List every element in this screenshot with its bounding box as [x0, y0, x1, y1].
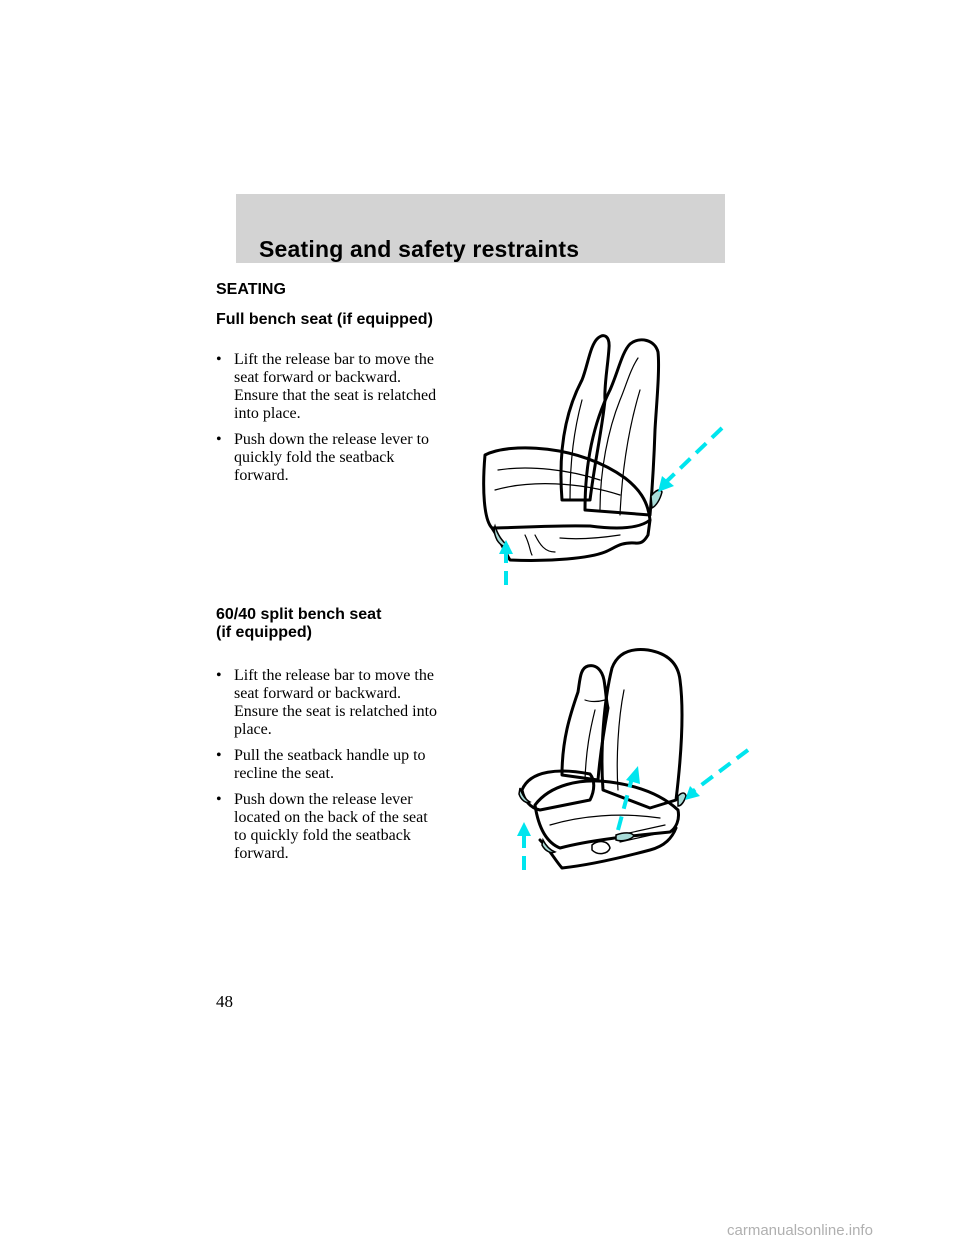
- bullet-icon: •: [216, 791, 222, 808]
- seating-heading: SEATING: [216, 281, 286, 298]
- bullet-text: Push down the release lever located on t…: [234, 791, 428, 862]
- header-band: [236, 194, 725, 263]
- bullet-text: Pull the seatback handle up to recline t…: [234, 747, 426, 782]
- split-bench-heading-line2: (if equipped): [216, 624, 312, 641]
- bullet-icon: •: [216, 747, 222, 764]
- full-bench-heading: Full bench seat (if equipped): [216, 311, 433, 328]
- bullet-icon: •: [216, 667, 222, 684]
- section-header-title: Seating and safety restraints: [259, 236, 580, 262]
- full-bench-seat-illustration: [482, 334, 724, 585]
- bullet-text: Lift the release bar to move the seat fo…: [234, 351, 437, 422]
- page-number: 48: [216, 992, 233, 1011]
- bullet-icon: •: [216, 431, 222, 448]
- bullet-text: Lift the release bar to move the seat fo…: [234, 667, 438, 738]
- bullet-icon: •: [216, 351, 222, 368]
- full-bench-bullet-list: • Lift the release bar to move the seat …: [216, 351, 476, 493]
- list-item: • Lift the release bar to move the seat …: [216, 667, 476, 739]
- split-bench-seat-illustration: [517, 648, 750, 870]
- split-bench-bullet-list: • Lift the release bar to move the seat …: [216, 667, 476, 871]
- watermark[interactable]: carmanualsonline.info: [727, 1222, 873, 1239]
- split-bench-heading-line1: 60/40 split bench seat: [216, 606, 382, 623]
- bullet-text: Push down the release lever to quickly f…: [234, 431, 430, 484]
- list-item: • Push down the release lever to quickly…: [216, 431, 476, 485]
- list-item: • Pull the seatback handle up to recline…: [216, 747, 476, 783]
- list-item: • Push down the release lever located on…: [216, 791, 476, 863]
- list-item: • Lift the release bar to move the seat …: [216, 351, 476, 423]
